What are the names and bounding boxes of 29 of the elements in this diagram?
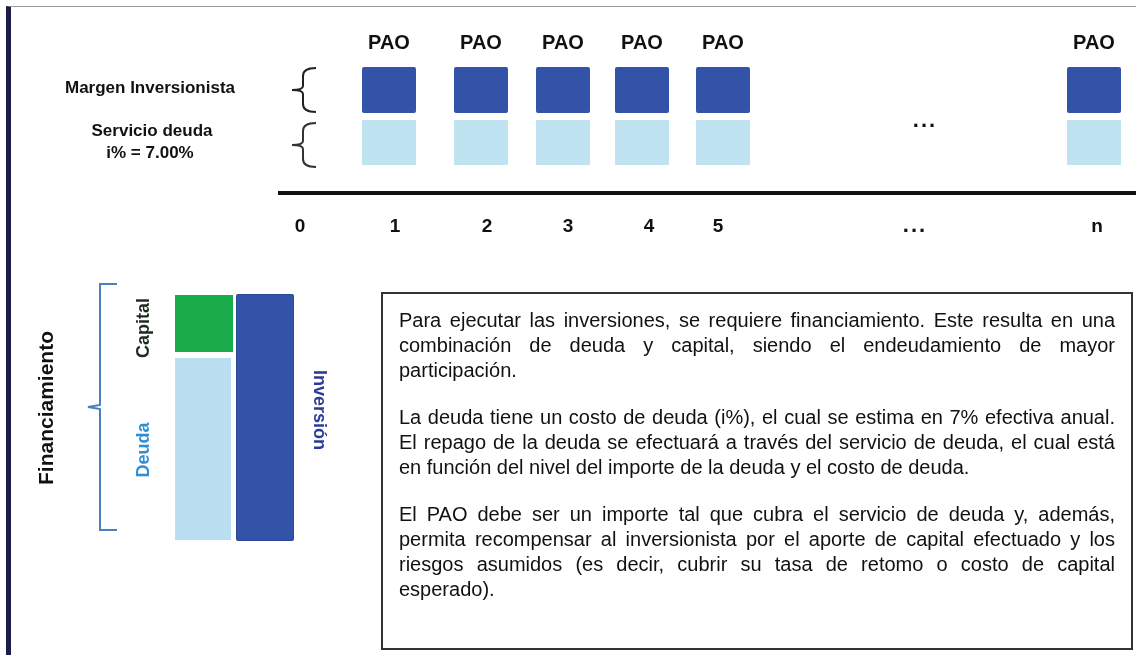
column-label: PAO: [1073, 32, 1115, 52]
period-number: 3: [562, 215, 574, 235]
period-number: n: [1091, 215, 1103, 235]
side-label: Inversión: [311, 370, 329, 450]
label-text: Margen Inversionista: [64, 78, 236, 96]
column-label: PAO: [702, 32, 744, 52]
financing-block: [175, 358, 231, 540]
label-text: i% = 7.00%: [106, 143, 194, 161]
period-number: 1: [389, 215, 401, 235]
period-number: 4: [643, 215, 655, 235]
label-text: Financiamiento: [34, 331, 56, 485]
paragraph: La deuda tiene un costo de deuda (i%), el cual se estima en 7% efectiva anual. El repago de la deuda se efectuará a través del servicio de deuda, el cual está en función del nivel del importe de la deuda y el costo de deuda.: [399, 405, 1115, 480]
paragraph: El PAO debe ser un importe tal que cubra el servicio de deuda y, además, permita recompensar al inversionista por el aporte de capital efectuado y los riesgos asumidos (es decir, cubrir su tasa de retomo o costo de capital esperado).: [399, 502, 1115, 602]
ellipsis-text: ...: [902, 214, 928, 236]
column-label: PAO: [460, 32, 502, 52]
side-label: Capital: [134, 298, 152, 358]
column-label: PAO: [368, 32, 410, 52]
period-number: 2: [481, 215, 493, 235]
financing-block: [175, 295, 233, 352]
investment-bar: [237, 295, 293, 540]
ellipsis-text: ...: [912, 109, 938, 131]
text-box: [381, 292, 1133, 650]
paragraph: Para ejecutar las inversiones, se requiere financiamiento. Este resulta en una combinación de deuda y capital, siendo el endeudamiento de mayor participación.: [399, 308, 1115, 383]
period-number: 5: [712, 215, 724, 235]
column-label: PAO: [621, 32, 663, 52]
column-label: PAO: [542, 32, 584, 52]
side-label: Deuda: [134, 422, 152, 478]
label-text: Servicio deuda: [91, 121, 213, 139]
period-number: 0: [294, 215, 306, 235]
